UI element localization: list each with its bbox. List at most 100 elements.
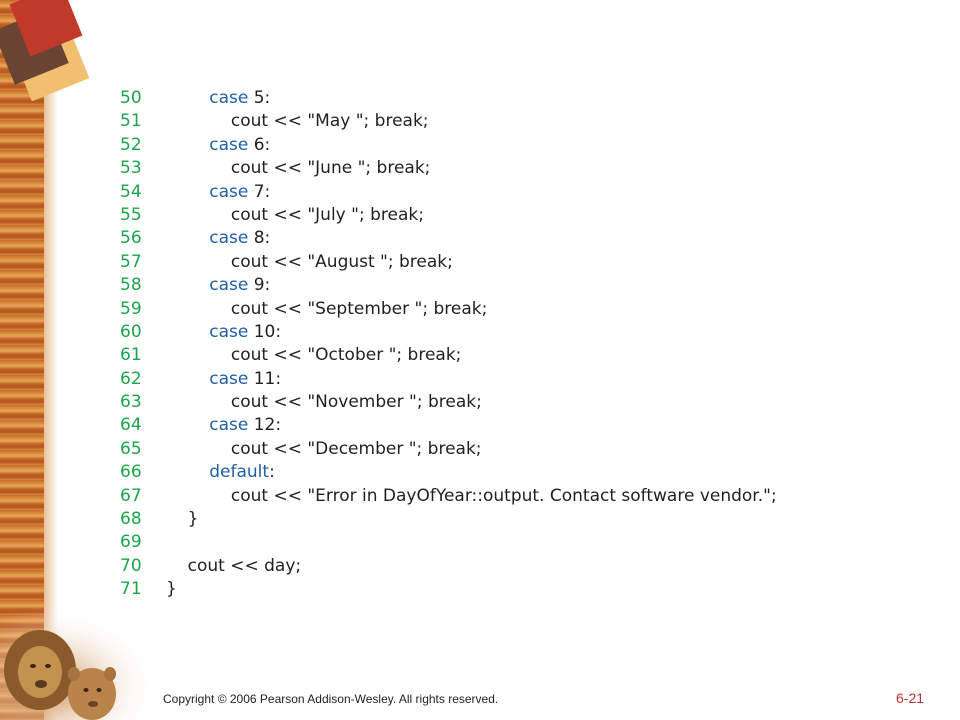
code-keyword: case [209,88,249,108]
code-line: 65 cout << "December "; break; [120,438,777,461]
code-indent [166,228,209,248]
code-indent [166,299,231,319]
line-number: 71 [120,579,142,600]
code-text: 9: [248,275,271,296]
code-line: 68 } [120,508,777,531]
code-text: 5: [248,88,271,108]
code-line: 53 cout << "June "; break; [120,157,777,180]
code-text: 11: [248,368,282,389]
line-number: 56 [120,228,142,249]
code-line: 60 case 10: [120,321,777,344]
code-text: : [269,462,275,483]
code-text: cout << day; [187,555,302,576]
code-text: cout << "November "; break; [230,392,482,413]
line-number: 65 [120,438,142,459]
line-number: 61 [120,345,142,366]
line-number: 50 [120,88,142,108]
code-indent [166,252,231,272]
code-indent [166,369,209,389]
code-line: 62 case 11: [120,368,777,391]
line-number: 51 [120,111,142,132]
code-text: 6: [248,134,271,155]
code-indent [166,182,209,202]
code-line: 64 case 12: [120,414,777,437]
code-indent [166,345,231,365]
code-text: cout << "Error in DayOfYear::output. Con… [230,485,777,506]
code-text: 10: [248,321,282,342]
code-keyword: case [209,321,249,342]
line-number: 66 [120,462,142,483]
code-keyword: case [209,275,249,296]
slide-number: 6-21 [896,690,925,706]
line-number: 63 [120,392,142,413]
code-indent [166,135,209,155]
line-number: 53 [120,158,142,179]
code-text: cout << "May "; break; [230,111,429,132]
code-indent [166,158,231,178]
code-indent [166,556,188,576]
code-indent [166,486,231,506]
line-number: 58 [120,275,142,296]
line-number: 67 [120,485,142,506]
code-indent [166,462,209,482]
code-listing: 50 case 5:51 cout << "May "; break;52 ca… [120,87,777,602]
line-number: 68 [120,509,142,530]
code-line: 58 case 9: [120,274,777,297]
line-number: 70 [120,555,142,576]
code-text: } [187,509,199,530]
code-line: 50 case 5: [120,87,777,110]
code-indent [166,275,209,295]
code-text: cout << "December "; break; [230,438,482,459]
code-keyword: case [209,228,249,249]
code-line: 57 cout << "August "; break; [120,251,777,274]
code-keyword: case [209,181,249,202]
line-number: 62 [120,368,142,389]
code-text: cout << "September "; break; [230,298,488,319]
decorative-squares-graphic [0,0,90,102]
code-line: 70 cout << day; [120,555,777,578]
line-number: 52 [120,134,142,155]
code-keyword: case [209,134,249,155]
code-line: 56 case 8: [120,227,777,250]
lions-photo-graphic [0,608,150,720]
code-indent [166,88,209,108]
code-line: 51 cout << "May "; break; [120,110,777,133]
code-keyword: case [209,368,249,389]
line-number: 64 [120,415,142,436]
line-number: 69 [120,532,142,553]
code-keyword: default [209,462,270,483]
code-line: 59 cout << "September "; break; [120,298,777,321]
code-text: 7: [248,181,271,202]
line-number: 54 [120,181,142,202]
code-indent [166,111,231,131]
code-line: 66 default: [120,461,777,484]
code-line: 54 case 7: [120,181,777,204]
code-line: 71} [120,578,777,601]
line-number: 55 [120,204,142,225]
code-line: 69 [120,531,777,554]
code-text: cout << "July "; break; [230,204,424,225]
code-keyword: case [209,415,249,436]
code-indent [166,205,231,225]
code-indent [166,415,209,435]
code-text: cout << "August "; break; [230,251,453,272]
code-line: 61 cout << "October "; break; [120,344,777,367]
code-line: 52 case 6: [120,134,777,157]
code-text: } [166,579,177,600]
code-text: cout << "June "; break; [230,158,431,179]
code-indent [166,322,209,342]
line-number: 60 [120,321,142,342]
code-text: cout << "October "; break; [230,345,462,366]
code-text: 8: [248,228,271,249]
line-number: 59 [120,298,142,319]
line-number: 57 [120,251,142,272]
code-text: 12: [248,415,282,436]
code-line: 55 cout << "July "; break; [120,204,777,227]
copyright-notice: Copyright © 2006 Pearson Addison-Wesley.… [163,692,499,706]
code-line: 63 cout << "November "; break; [120,391,777,414]
code-indent [166,392,231,412]
code-line: 67 cout << "Error in DayOfYear::output. … [120,485,777,508]
code-indent [166,439,231,459]
decorative-wood-strip [0,0,58,720]
code-indent [166,509,188,529]
